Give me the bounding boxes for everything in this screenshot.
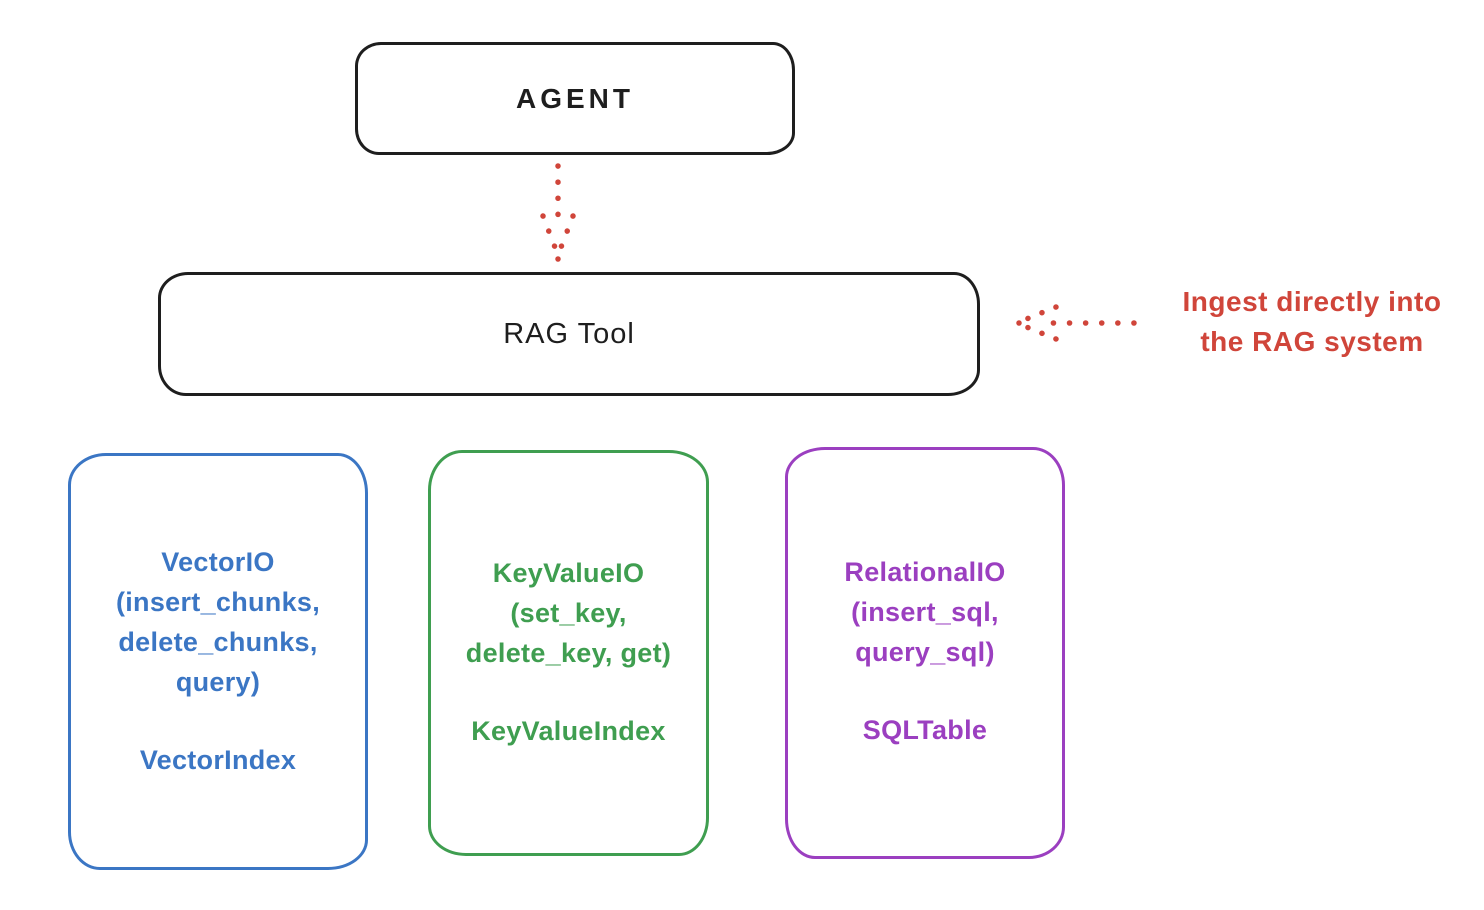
keyvalue-io-line: delete_key, get) — [465, 638, 672, 668]
dotted-arrow-down-icon — [540, 163, 576, 262]
keyvalue-io-line: KeyValueIO — [492, 558, 645, 588]
sql-table-label: SQLTable — [862, 715, 988, 745]
dotted-arrow-left-icon — [1016, 304, 1137, 342]
vector-io-line: query) — [175, 667, 261, 697]
ingest-annotation-line: the RAG system — [1200, 326, 1424, 357]
agent-label: AGENT — [516, 82, 634, 114]
vector-io-line: (insert_chunks, — [115, 587, 321, 617]
rag-tool-node: RAG Tool — [158, 272, 980, 396]
relational-io-node: RelationalIO (insert_sql, query_sql) SQL… — [785, 447, 1065, 859]
relational-io-line: (insert_sql, — [851, 597, 999, 627]
agent-node: AGENT — [355, 42, 795, 155]
relational-io-line: query_sql) — [855, 637, 995, 667]
ingest-annotation-line: Ingest directly into — [1182, 286, 1442, 317]
keyvalue-io-node: KeyValueIO (set_key, delete_key, get) Ke… — [428, 450, 709, 856]
vector-io-text: VectorIO (insert_chunks, delete_chunks, … — [116, 542, 320, 780]
vector-io-line: VectorIO — [161, 547, 275, 577]
vector-io-node: VectorIO (insert_chunks, delete_chunks, … — [68, 453, 368, 870]
keyvalue-io-line: (set_key, — [510, 598, 627, 628]
vector-index-label: VectorIndex — [139, 745, 297, 775]
keyvalue-index-label: KeyValueIndex — [471, 716, 666, 746]
rag-tool-label: RAG Tool — [503, 317, 635, 350]
relational-io-line: RelationalIO — [844, 557, 1006, 587]
relational-io-text: RelationalIO (insert_sql, query_sql) SQL… — [844, 552, 1005, 750]
ingest-annotation: Ingest directly into the RAG system — [1140, 282, 1484, 362]
vector-io-line: delete_chunks, — [118, 627, 318, 657]
keyvalue-io-text: KeyValueIO (set_key, delete_key, get) Ke… — [466, 553, 671, 751]
